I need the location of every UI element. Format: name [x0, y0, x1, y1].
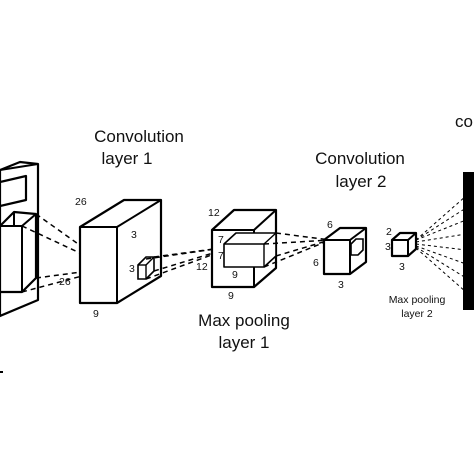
conv2-width-label: 6 — [313, 257, 319, 269]
conv2-depth-label: 3 — [338, 279, 344, 291]
conv3-volume-partial — [463, 172, 474, 310]
conv1-width-label: 26 — [59, 276, 71, 288]
pool2-volume — [390, 231, 418, 258]
pool1-title-line2: layer 1 — [218, 333, 269, 352]
conv1-title-line2: layer 1 — [101, 149, 152, 168]
projection-pool1-to-conv2 — [263, 232, 331, 268]
pool1-volume — [210, 208, 278, 289]
conv2-kernel-window — [350, 238, 364, 256]
conv2-height-label: 6 — [327, 219, 333, 231]
conv1-title-line1: Convolution — [94, 127, 184, 146]
conv2-title-line1: Convolution — [315, 149, 405, 168]
pool2-title-line2: layer 2 — [401, 308, 433, 320]
pool2-title-line1: Max pooling — [389, 294, 446, 306]
input-volume — [0, 160, 40, 373]
conv3-title-partial: co — [455, 112, 473, 131]
conv2-title-line2: layer 2 — [335, 172, 386, 191]
conv1-kernel-label-a: 3 — [131, 229, 137, 241]
pool2-side-label: 3 — [385, 241, 391, 253]
conv1-depth-label: 9 — [93, 308, 99, 320]
projection-pool2-to-conv3 — [415, 195, 467, 293]
conv1-height-label: 26 — [75, 196, 87, 208]
pool2-depth-label: 3 — [399, 261, 405, 273]
pool1-height-label-left: 12 — [196, 261, 208, 273]
pool1-depth-label: 9 — [228, 290, 234, 302]
pool1-inner-label-a: 7 — [218, 234, 224, 246]
conv1-kernel-label-b: 3 — [129, 263, 135, 275]
pool1-inner-window — [223, 232, 277, 268]
pool1-title-line1: Max pooling — [198, 311, 290, 330]
pool1-height-label-top: 12 — [208, 207, 220, 219]
pool1-inner-label-b: 7 — [218, 250, 224, 262]
pool2-height-label: 2 — [386, 226, 392, 238]
conv1-volume — [78, 198, 163, 305]
input-inner-window — [0, 210, 38, 294]
pool1-inner-label-c: 9 — [232, 269, 238, 281]
conv2-volume — [322, 226, 368, 276]
